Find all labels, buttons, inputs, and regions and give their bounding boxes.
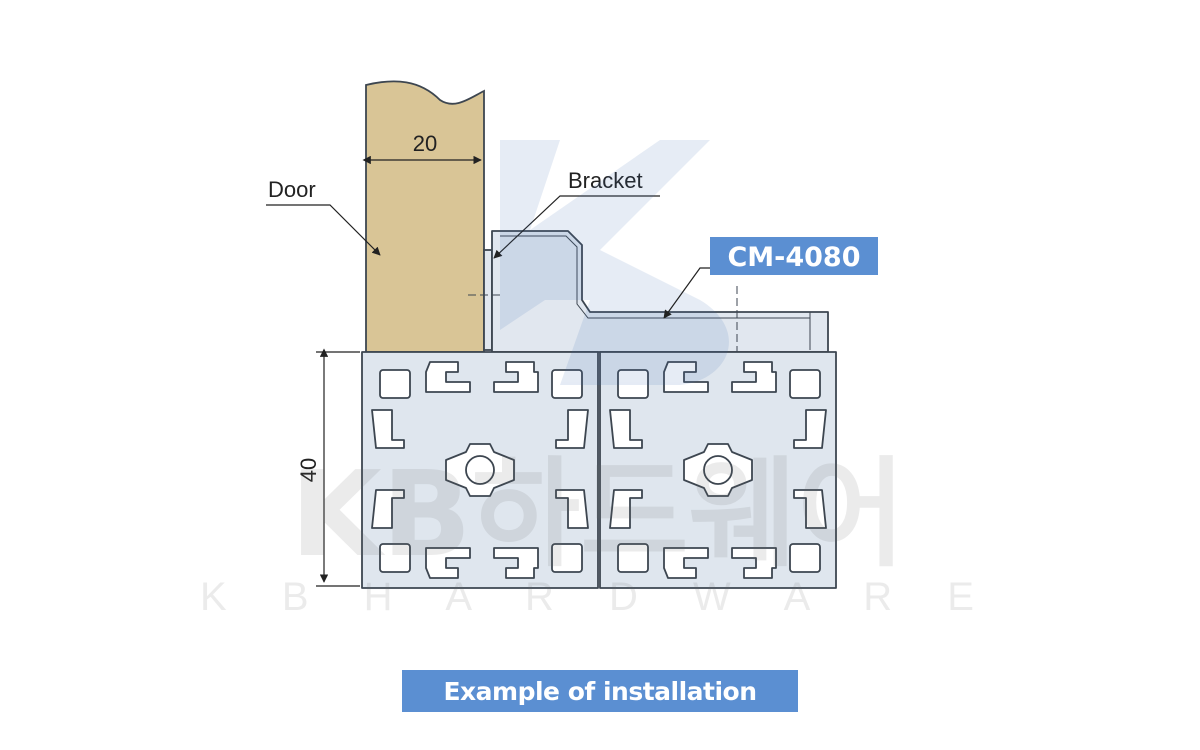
kb-logo-watermark [500,140,729,385]
bracket-inner-line [500,235,811,350]
model-tag-text: CM-4080 [727,242,860,273]
watermark-text: KB하드웨어 [290,445,906,583]
watermark-subtext: K B H A R D W A R E [200,575,996,619]
mounting-plate [483,249,493,351]
width-dimension-label: 20 [413,131,437,156]
profile-module-left [361,351,599,589]
model-tag-leader-line [663,267,710,319]
bracket-leader-line [493,195,660,259]
bracket-label: Bracket [568,168,643,193]
door-panel [365,80,485,353]
model-tag: CM-4080 [710,237,878,275]
door-label: Door [268,177,316,202]
caption-text: Example of installation [443,676,757,706]
door-leader-line [266,204,381,256]
height-dimension: 40 [296,348,360,587]
caption-banner: Example of installation [402,670,798,712]
height-dimension-label: 40 [296,458,321,482]
watermark: KB하드웨어 K B H A R D W A R E [200,140,996,619]
width-dimension: 20 [362,131,482,165]
aluminum-profile-40x80 [361,351,837,589]
